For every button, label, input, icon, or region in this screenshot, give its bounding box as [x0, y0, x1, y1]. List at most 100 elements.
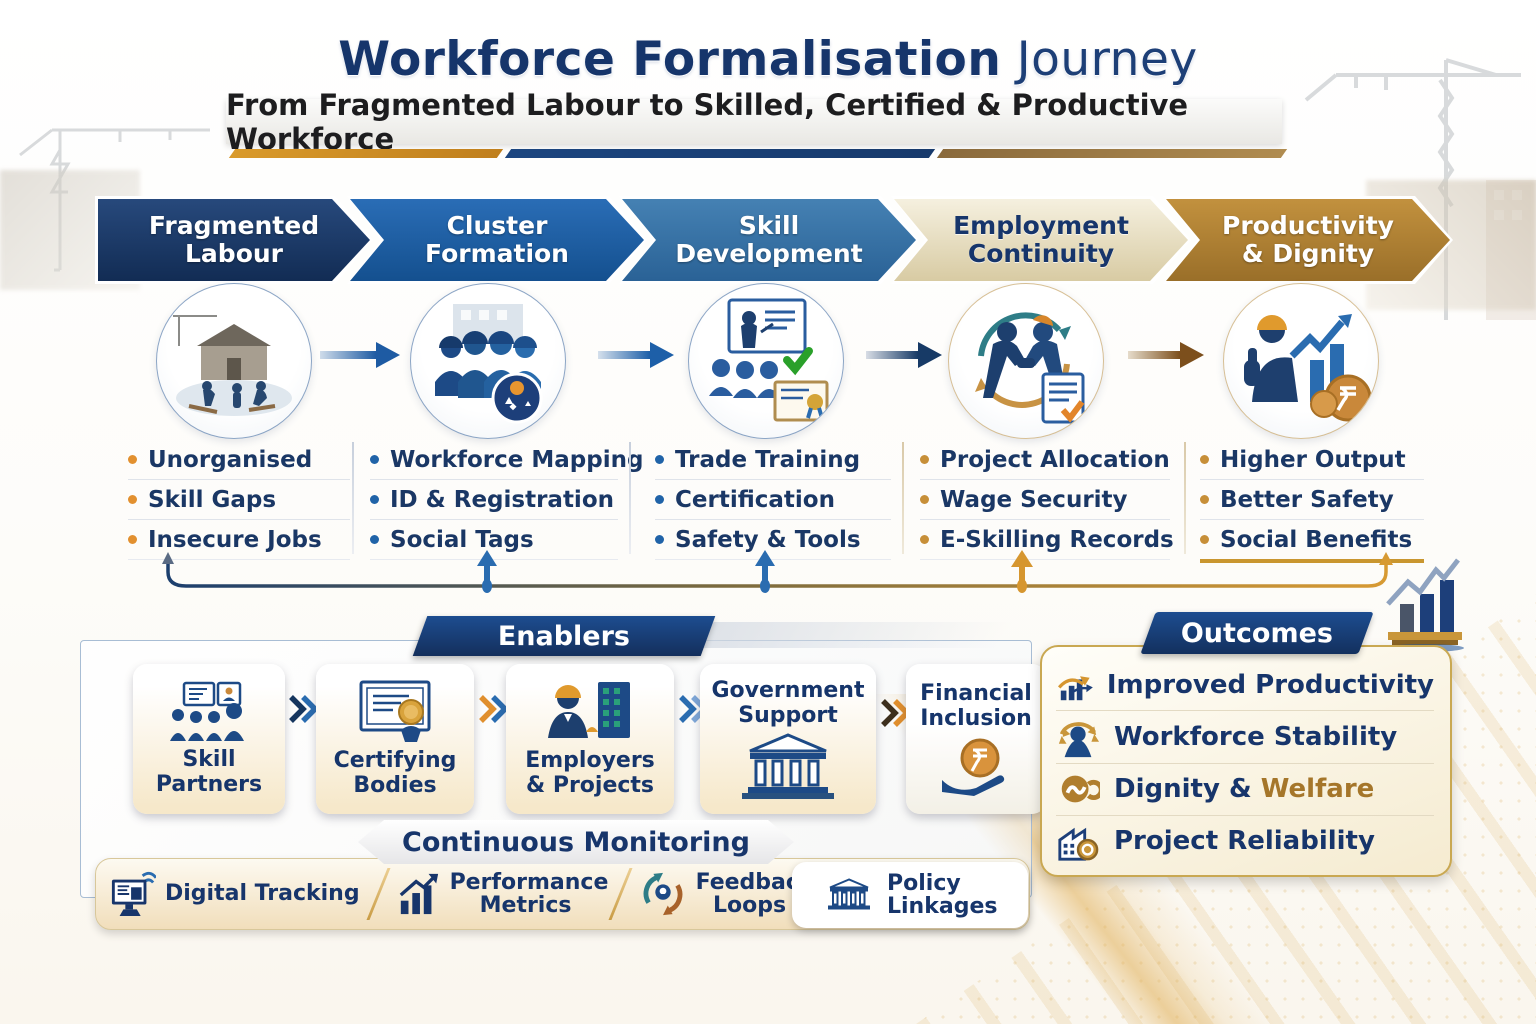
- stage-label: Employment Continuity: [953, 211, 1129, 268]
- bullet-icon: [655, 495, 664, 504]
- monitoring-item-digital-tracking: Digital Tracking: [110, 870, 360, 918]
- bullet-icon: [370, 535, 379, 544]
- list-item: Certification: [655, 480, 891, 520]
- skill-partners-icon: [170, 682, 244, 742]
- monitoring-label: Digital Tracking: [165, 881, 360, 907]
- bullet-icon: [655, 455, 664, 464]
- chevron-fill: Employment Continuity: [894, 199, 1188, 281]
- bullet-icon: [1200, 455, 1209, 464]
- bullet-icon: [370, 495, 379, 504]
- enabler-card-financial-inclusion: Financial Inclusion: [906, 664, 1046, 814]
- worker-cluster-icon: [435, 304, 543, 424]
- underline-navy: [504, 149, 936, 158]
- list-item: Safety & Tools: [655, 520, 891, 560]
- enablers-header: Enablers: [497, 620, 631, 652]
- enablers-header-banner: Enablers: [412, 616, 716, 656]
- bullet-icon: [920, 495, 929, 504]
- stage-arrow-4-icon: [1128, 342, 1204, 368]
- stage-label: Productivity & Dignity: [1222, 211, 1394, 268]
- outcome-item-stability: Workforce Stability: [1056, 711, 1434, 764]
- stage-bullets-fragmented: Unorganised Skill Gaps Insecure Jobs: [128, 440, 350, 560]
- monitoring-divider: [366, 868, 391, 920]
- column-divider: [352, 442, 354, 554]
- enabler-card-skill-partners: Skill Partners: [133, 664, 285, 814]
- cluster-formation-illustration: [410, 283, 566, 439]
- skill-development-illustration: [688, 283, 844, 439]
- monitoring-item-feedback-loops: Feedback Loops: [639, 869, 814, 918]
- list-item: Better Safety: [1200, 480, 1424, 520]
- bullet-icon: [128, 495, 137, 504]
- outcome-item-reliability: Project Reliability: [1056, 816, 1434, 867]
- stage-arrow-1-icon: [320, 342, 400, 368]
- outcome-item-welfare: Dignity & Welfare: [1056, 764, 1434, 816]
- certificate-icon: [359, 680, 431, 743]
- outcomes-header-banner: Outcomes: [1140, 612, 1374, 654]
- stage-label: Skill Development: [675, 211, 863, 268]
- growth-worker-icon: [1244, 314, 1372, 422]
- stage-connector-line: [162, 550, 1393, 593]
- list-item: Wage Security: [920, 480, 1170, 520]
- performance-metrics-icon: [399, 873, 438, 915]
- chevron-fill: Skill Development: [622, 199, 916, 281]
- stage-chevron-cluster-formation: Cluster Formation: [347, 196, 647, 284]
- list-item: E-Skilling Records: [920, 520, 1174, 560]
- handshake-cycle-icon: [975, 312, 1085, 424]
- stage-label: Cluster Formation: [425, 211, 569, 268]
- list-item: Higher Output: [1200, 440, 1424, 480]
- hand-coin-icon: [942, 738, 1005, 796]
- column-divider: [629, 442, 631, 554]
- title-bold: Workforce Formalisation: [338, 32, 1002, 87]
- enabler-label: Government Support: [711, 678, 865, 728]
- outcome-item-productivity: Improved Productivity: [1056, 659, 1434, 712]
- productivity-icon: [1057, 675, 1093, 700]
- monitoring-label: Policy Linkages: [887, 870, 998, 919]
- list-item: ID & Registration: [370, 480, 618, 520]
- monitoring-item-policy-linkages: Policy Linkages: [792, 862, 1028, 928]
- monitoring-item-performance-metrics: Performance Metrics: [397, 871, 608, 917]
- enabler-label: Skill Partners: [155, 747, 263, 797]
- stage-chevron-employment-continuity: Employment Continuity: [891, 196, 1191, 284]
- stability-icon: [1058, 722, 1100, 757]
- growth-chart-icon: [1384, 558, 1464, 652]
- enablers-banner-swoosh: [698, 622, 1014, 648]
- list-item: Workforce Mapping: [370, 440, 643, 480]
- enabler-label: Financial Inclusion: [920, 681, 1032, 731]
- list-item: Unorganised: [128, 440, 350, 480]
- stage-arrow-2-icon: [598, 342, 674, 368]
- enabler-label: Certifying Bodies: [333, 748, 457, 798]
- stage-bullets-employment: Project Allocation Wage Security E-Skill…: [920, 440, 1174, 560]
- employment-continuity-illustration: [948, 283, 1104, 439]
- bullet-icon: [920, 535, 929, 544]
- government-building-icon: [742, 733, 834, 799]
- monitoring-header-banner: Continuous Monitoring: [358, 820, 794, 864]
- feedback-loops-icon: [643, 872, 682, 916]
- reliability-icon: [1058, 828, 1099, 861]
- bullet-icon: [128, 535, 137, 544]
- list-item: Insecure Jobs: [128, 520, 350, 560]
- outcomes-panel: Improved Productivity Workforce Stabilit…: [1040, 645, 1452, 877]
- bullet-icon: [655, 535, 664, 544]
- chevron-fill: Cluster Formation: [350, 199, 644, 281]
- policy-linkages-icon: [828, 878, 870, 910]
- stage-chevron-skill-development: Skill Development: [619, 196, 919, 284]
- bullet-icon: [128, 455, 137, 464]
- list-item: Project Allocation: [920, 440, 1170, 480]
- page-title: Workforce Formalisation Journey: [0, 32, 1536, 87]
- underline-tan: [936, 149, 1288, 158]
- subtitle-text: From Fragmented Labour to Skilled, Certi…: [226, 87, 1189, 156]
- enabler-card-government-support: Government Support: [700, 664, 876, 814]
- stage-bullets-cluster: Workforce Mapping ID & Registration Soci…: [370, 440, 643, 560]
- chevron-separator-icon: [479, 695, 509, 723]
- subtitle-banner: From Fragmented Labour to Skilled, Certi…: [226, 88, 1282, 156]
- title-light: Journey: [1001, 32, 1198, 87]
- bullet-icon: [920, 455, 929, 464]
- column-divider: [1184, 442, 1186, 554]
- monitoring-label: Feedback Loops: [695, 869, 814, 918]
- monitoring-header: Continuous Monitoring: [402, 826, 750, 858]
- underline-gold: [228, 149, 504, 158]
- training-certificate-icon: [709, 298, 829, 422]
- chevron-fill: Fragmented Labour: [98, 199, 370, 281]
- list-item: Social Tags: [370, 520, 618, 560]
- stage-chevron-fragmented-labour: Fragmented Labour: [95, 196, 373, 284]
